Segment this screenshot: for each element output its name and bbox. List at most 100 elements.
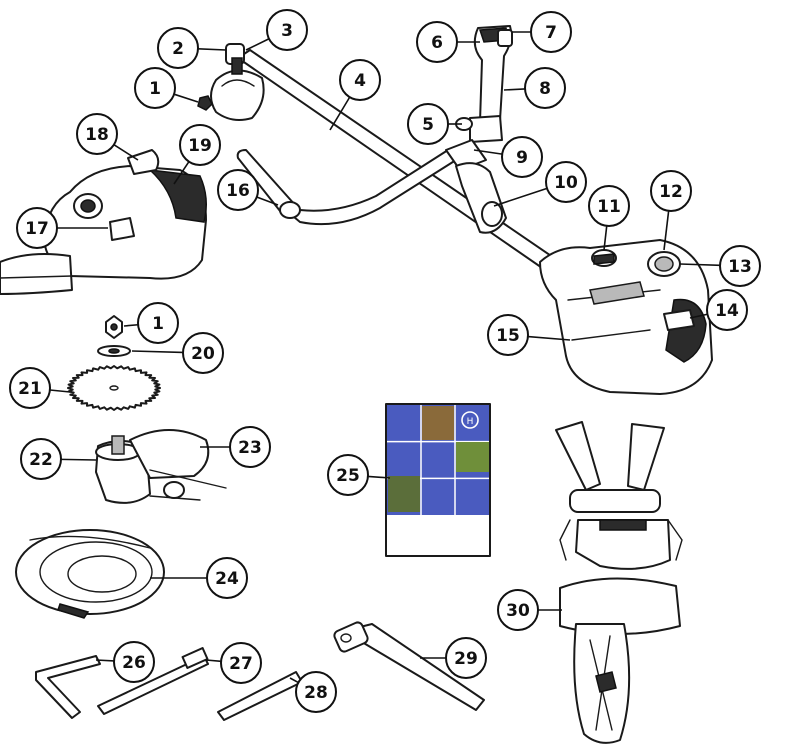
leader-lines <box>49 31 721 684</box>
callout-label-4: 4 <box>354 71 366 91</box>
callout-circle-26 <box>113 641 155 683</box>
callout-circle-2 <box>157 27 199 69</box>
callout-7: 7 <box>530 11 572 53</box>
throttle-handle <box>445 25 513 171</box>
engine-unit <box>539 239 713 395</box>
callout-6: 6 <box>416 21 458 63</box>
callout-15: 15 <box>487 314 529 356</box>
leader-16 <box>256 196 279 206</box>
callout-circle-28 <box>295 671 337 713</box>
callout-label-13: 13 <box>728 257 752 277</box>
callout-label-11: 11 <box>597 197 621 217</box>
callout-22: 22 <box>20 438 62 480</box>
nut-top <box>197 95 213 111</box>
callout-circle-5 <box>407 103 449 145</box>
callout-label-12: 12 <box>659 182 683 202</box>
callout-1b: 1 <box>137 302 179 344</box>
callout-circle-14 <box>706 289 748 331</box>
screwdriver <box>97 647 209 715</box>
callout-14: 14 <box>706 289 748 331</box>
leader-27 <box>205 659 222 663</box>
leader-9 <box>473 149 503 155</box>
callout-27: 27 <box>220 642 262 684</box>
leader-28 <box>289 677 299 684</box>
callout-label-26: 26 <box>122 653 146 673</box>
washer <box>97 345 131 357</box>
leader-18 <box>113 144 139 161</box>
callout-label-30: 30 <box>506 601 530 621</box>
saw-blade <box>67 365 161 411</box>
callout-8: 8 <box>524 67 566 109</box>
leader-4 <box>329 96 351 131</box>
callout-label-24: 24 <box>215 569 239 589</box>
callout-label-8: 8 <box>539 79 551 99</box>
leader-19 <box>173 161 190 185</box>
callout-circle-30 <box>497 589 539 631</box>
callout-label-23: 23 <box>238 438 262 458</box>
harness-guard-24 <box>15 529 165 619</box>
callout-17: 17 <box>16 207 58 249</box>
callout-24: 24 <box>206 557 248 599</box>
harness <box>555 421 683 744</box>
callout-label-28: 28 <box>304 683 328 703</box>
leader-8 <box>503 88 526 91</box>
callout-circle-9 <box>501 136 543 178</box>
callout-circle-7 <box>530 11 572 53</box>
callout-circle-15 <box>487 314 529 356</box>
callout-label-5: 5 <box>422 115 434 135</box>
callout-label-18: 18 <box>85 125 109 145</box>
callout-circle-10 <box>545 161 587 203</box>
leader-13 <box>679 263 721 267</box>
callout-label-10: 10 <box>554 173 578 193</box>
callout-label-1b: 1 <box>152 314 164 334</box>
callout-circle-3 <box>266 9 308 51</box>
leader-22 <box>60 458 97 461</box>
callout-4: 4 <box>339 59 381 101</box>
callout-30: 30 <box>497 589 539 631</box>
callout-label-15: 15 <box>496 326 520 346</box>
callout-18: 18 <box>76 113 118 155</box>
callout-label-1a: 1 <box>149 79 161 99</box>
nut-lower <box>105 315 123 339</box>
callout-circle-8 <box>524 67 566 109</box>
callout-label-20: 20 <box>191 344 215 364</box>
callout-label-29: 29 <box>454 649 478 669</box>
husqvarna-logo-icon: H <box>461 411 479 429</box>
leader-12 <box>663 210 670 251</box>
callout-11: 11 <box>588 185 630 227</box>
leader-3 <box>245 38 270 51</box>
callout-circle-11 <box>588 185 630 227</box>
leader-25 <box>367 475 391 479</box>
callout-label-2: 2 <box>172 39 184 59</box>
callout-10: 10 <box>545 161 587 203</box>
leader-15 <box>527 335 571 341</box>
leader-20 <box>131 350 184 354</box>
leader-21 <box>49 389 71 393</box>
callout-circle-19 <box>179 124 221 166</box>
leader-1a <box>173 93 199 103</box>
callout-circle-25 <box>327 454 369 496</box>
callout-circle-16 <box>217 169 259 211</box>
callout-circle-22 <box>20 438 62 480</box>
callout-label-27: 27 <box>229 654 253 674</box>
gear-head <box>95 429 227 504</box>
callout-circle-20 <box>182 332 224 374</box>
leader-11 <box>603 225 608 251</box>
callout-circle-13 <box>719 245 761 287</box>
callout-label-22: 22 <box>29 450 53 470</box>
callout-circle-21 <box>9 367 51 409</box>
callout-circle-6 <box>416 21 458 63</box>
hex-key <box>35 655 101 719</box>
callout-circle-12 <box>650 170 692 212</box>
callout-5: 5 <box>407 103 449 145</box>
callout-circle-1b <box>137 302 179 344</box>
shaft-clamp <box>455 162 507 234</box>
svg-text:H: H <box>467 417 474 427</box>
leader-10 <box>493 187 548 207</box>
callout-1a: 1 <box>134 67 176 109</box>
callout-circle-4 <box>339 59 381 101</box>
callout-12: 12 <box>650 170 692 212</box>
callout-3: 3 <box>266 9 308 51</box>
